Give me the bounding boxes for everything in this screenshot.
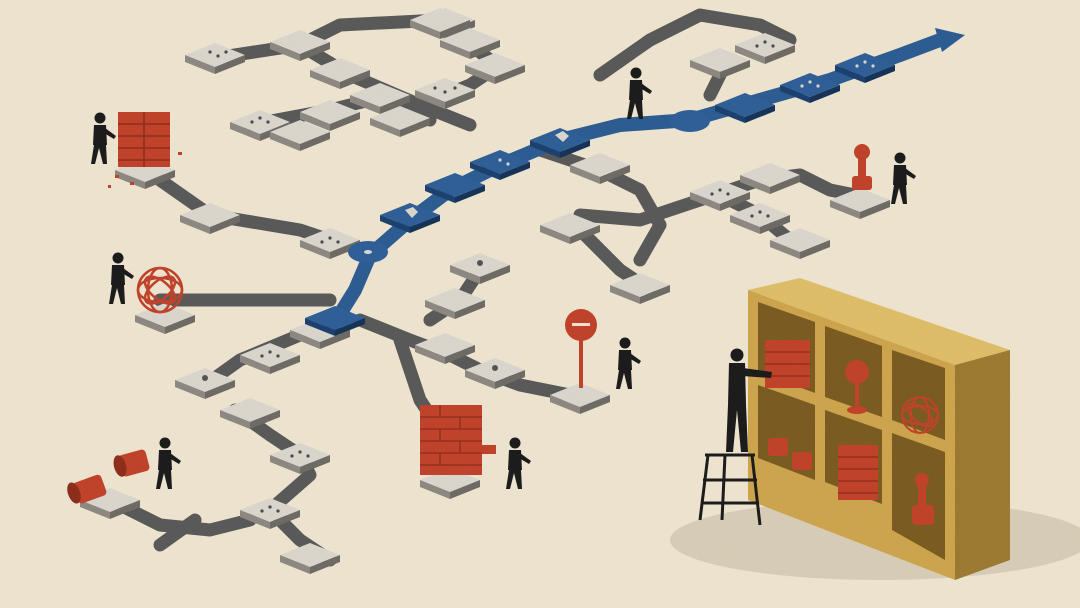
paper-grain — [0, 0, 1080, 608]
illustration — [0, 0, 1080, 608]
